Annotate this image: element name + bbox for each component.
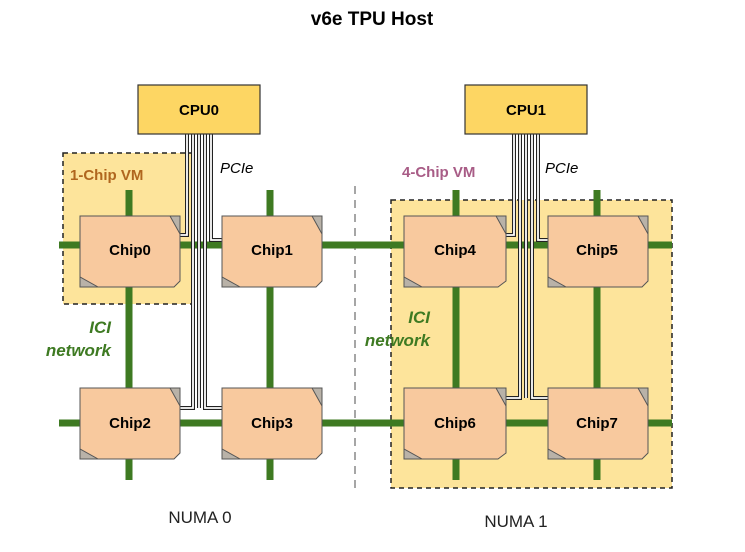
chip5-corner — [547, 276, 568, 288]
diagram-title: v6e TPU Host — [311, 9, 434, 30]
chip-5: Chip5 — [547, 215, 649, 288]
cpu0-box — [137, 84, 261, 135]
ici-label-left-line1: ICI — [89, 318, 112, 337]
numa-label-1: NUMA 1 — [484, 512, 547, 531]
chip6-corner — [495, 387, 507, 408]
pcie-bus-cpu1 — [506, 133, 548, 400]
chip-4: Chip4 — [403, 215, 507, 288]
chip2-label: Chip2 — [109, 415, 151, 432]
chip2-corner — [79, 448, 100, 460]
chip-0: Chip0 — [79, 215, 181, 288]
vm-label-4chip: 4-Chip VM — [402, 164, 475, 181]
pcie-label-cpu1: PCIe — [545, 160, 578, 177]
chip0-label: Chip0 — [109, 242, 151, 259]
numa-label-0: NUMA 0 — [168, 508, 231, 527]
chip6-label: Chip6 — [434, 415, 476, 432]
chip7-label: Chip7 — [576, 415, 618, 432]
vm-label-1chip: 1-Chip VM — [70, 167, 143, 184]
chip1-corner — [311, 215, 323, 236]
chip4-corner — [495, 215, 507, 236]
chip3-corner — [311, 387, 323, 408]
chip-7: Chip7 — [547, 387, 649, 460]
chip3-corner — [221, 448, 242, 460]
chip6-corner — [403, 448, 424, 460]
pcie-label-cpu0: PCIe — [220, 160, 253, 177]
chip-3: Chip3 — [221, 387, 323, 460]
chip1-corner — [221, 276, 242, 288]
ici-label-right-line2: network — [365, 331, 432, 350]
ici-label-right-line1: ICI — [408, 308, 431, 327]
chip2-corner — [169, 387, 181, 408]
ici-label-left-line2: network — [46, 341, 113, 360]
cpu1-box — [464, 84, 588, 135]
chip0-corner — [79, 276, 100, 288]
chip3-label: Chip3 — [251, 415, 293, 432]
chip5-corner — [637, 215, 649, 236]
chip-2: Chip2 — [79, 387, 181, 460]
cpu0: CPU0 — [137, 84, 261, 135]
cpu1: CPU1 — [464, 84, 588, 135]
cpu1-label: CPU1 — [506, 102, 546, 119]
chip0-corner — [169, 215, 181, 236]
chip7-corner — [637, 387, 649, 408]
pcie-bus-cpu0 — [180, 133, 222, 410]
chip4-label: Chip4 — [434, 242, 476, 259]
chip7-corner — [547, 448, 568, 460]
chip4-corner — [403, 276, 424, 288]
chip-6: Chip6 — [403, 387, 507, 460]
chip5-label: Chip5 — [576, 242, 618, 259]
chip-1: Chip1 — [221, 215, 323, 288]
chip1-label: Chip1 — [251, 242, 293, 259]
cpu0-label: CPU0 — [179, 102, 219, 119]
